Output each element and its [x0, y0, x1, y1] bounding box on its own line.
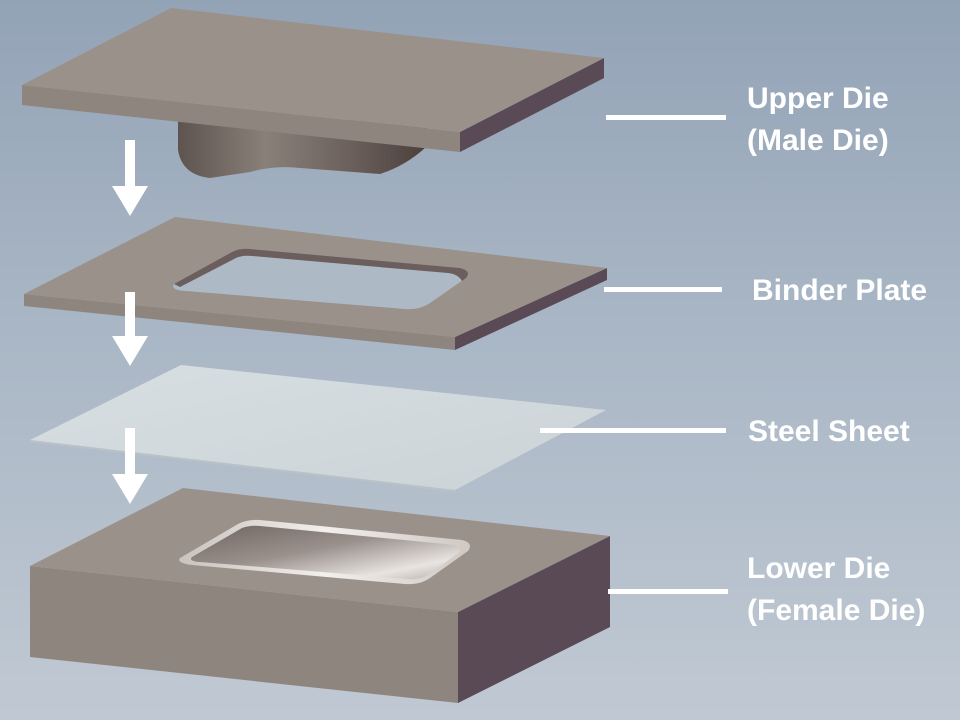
steel-sheet-label-line1: Steel Sheet — [748, 415, 910, 448]
lower-die-label-line1: Lower Die — [747, 552, 891, 585]
lower-die-side — [458, 536, 610, 703]
upper-die-top — [22, 8, 604, 132]
binder-plate-label: Binder Plate — [752, 270, 927, 312]
downward-arrow-1 — [112, 140, 148, 216]
steel-sheet-label: Steel Sheet — [748, 411, 910, 453]
binder-plate-side — [455, 268, 607, 350]
arrow-1-head — [112, 186, 148, 216]
binder-plate-label-line1: Binder Plate — [752, 274, 928, 307]
upper-die-side — [460, 58, 604, 152]
steel-sheet — [30, 365, 606, 492]
upper-die-front — [22, 85, 460, 152]
lower-die-leader-line — [608, 589, 728, 594]
steel-sheet-edge — [30, 440, 455, 492]
steel-sheet-leader-line — [540, 428, 726, 433]
upper-die-label: Upper Die (Male Die) — [747, 78, 889, 162]
arrow-3-head — [112, 474, 148, 504]
binder-plate-opening-wall — [174, 248, 468, 287]
arrow-1-shaft — [125, 140, 135, 188]
binder-plate-leader-line — [604, 287, 722, 292]
upper-die — [22, 8, 604, 178]
steel-sheet-face — [30, 365, 606, 490]
arrow-2-shaft — [125, 292, 135, 338]
lower-die — [30, 488, 610, 703]
arrow-2-head — [112, 336, 148, 366]
lower-die-cavity — [191, 525, 460, 580]
lower-die-front — [30, 566, 458, 703]
arrow-3-shaft — [125, 428, 135, 476]
binder-plate — [24, 217, 607, 350]
downward-arrow-3 — [112, 428, 148, 504]
lower-die-label: Lower Die (Female Die) — [747, 548, 925, 632]
upper-die-label-line1: Upper Die — [747, 82, 889, 115]
downward-arrow-2 — [112, 292, 148, 366]
upper-die-label-line2: (Male Die) — [747, 124, 889, 157]
upper-die-leader-line — [606, 115, 726, 120]
lower-die-label-line2: (Female Die) — [747, 594, 926, 627]
